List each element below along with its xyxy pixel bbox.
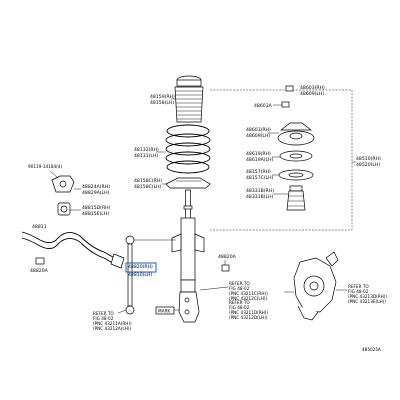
bushing-label-lh: 48815E(LH): [82, 211, 109, 217]
spring-seat-part: [165, 177, 211, 189]
svg-text:(PNC 43212A(LH)): (PNC 43212A(LH)): [93, 326, 131, 331]
svg-text:(PNC 43211D(RH)): (PNC 43211D(RH)): [229, 310, 268, 315]
seat-label-rh: 48158C(RH): [134, 178, 162, 184]
insulator-label-lh: 48157C(LH): [246, 175, 274, 181]
svg-text:FIG 48-02: FIG 48-02: [229, 286, 250, 291]
bearing-part: [279, 150, 313, 162]
bolt-label: 90119-14184(4): [28, 164, 62, 169]
bracket-part: [49, 170, 75, 193]
boot-label-rh: 48159(RH): [150, 94, 175, 100]
svg-text:REFER TO: REFER TO: [229, 300, 250, 305]
refer-block-center: REFER TO FIG 48-02 (PNC 43211C(RH)) (PNC…: [199, 281, 268, 301]
seat-label-group: 48158C(RH) 48158C(LH): [134, 178, 167, 190]
stopper-label-rh: 48331B(RH): [246, 188, 274, 194]
mount-label-lh: 48609(LH): [246, 133, 270, 139]
coil-spring-part: [165, 124, 211, 174]
svg-text:REFER TO: REFER TO: [93, 311, 114, 316]
svg-text:(PNC 43213D(RH)): (PNC 43213D(RH)): [348, 294, 387, 299]
insulator-label-rh: 48157(RH): [246, 169, 271, 175]
group-bracket-line: [210, 89, 353, 231]
bushing-part: [57, 202, 71, 216]
refer-block-right: REFER TO FIG 48-02 (PNC 43213D(RH)) (PNC…: [336, 284, 387, 304]
svg-text:MARK: MARK: [158, 309, 170, 314]
highlight-box: [125, 262, 157, 273]
stab-nut-label: 48820A: [30, 268, 49, 274]
bearing-label-rh: 48619(RH): [246, 151, 271, 157]
nut-label-lh: 48609(LH): [300, 91, 324, 97]
spring-label-group: 48132(RH) 48131(LH): [134, 147, 166, 159]
bump-boot-part: [174, 75, 204, 123]
boot-label-lh: 48158(LH): [150, 100, 174, 106]
bound-stopper-part: [286, 185, 306, 211]
bushing-label-rh: 48815D(RH): [82, 205, 111, 211]
seat-label-lh: 48158C(LH): [134, 184, 162, 190]
bearing-label-lh: 48619A(LH): [246, 157, 274, 163]
nut-label-rh: 48603(RH): [300, 85, 325, 91]
svg-text:FIG 48-02: FIG 48-02: [93, 316, 114, 321]
stabilizer-nut-part: [35, 257, 45, 265]
link-label-rh: 48820(RH): [128, 264, 153, 270]
strut-assembly-part: [171, 189, 205, 323]
washer-label: 48603A: [254, 103, 273, 109]
svg-text:(PNC 43211C(RH)): (PNC 43211C(RH)): [229, 291, 268, 296]
stabilizer-bar-label: 48811: [32, 224, 47, 230]
svg-text:REFER TO: REFER TO: [348, 284, 369, 289]
svg-text:FIG 48-02: FIG 48-02: [348, 289, 369, 294]
svg-text:(PNC 43212C(LH)): (PNC 43212C(LH)): [229, 296, 268, 301]
svg-text:(PNC 43212D(LH)): (PNC 43212D(LH)): [229, 315, 268, 320]
upper-insulator-part: [278, 169, 314, 181]
knuckle-part: [284, 251, 339, 321]
svg-text:(PNC 43211A(RH)): (PNC 43211A(RH)): [93, 321, 132, 326]
boot-label-group: 48159(RH) 48158(LH): [150, 94, 176, 106]
mount-label-rh: 48603(RH): [246, 127, 271, 133]
support-nut-part: [285, 85, 294, 92]
bracket-label-lh: 48829A(LH): [82, 190, 110, 196]
refer-block-lower: REFER TO FIG 48-02 (PNC 43211D(RH)) (PNC…: [229, 300, 268, 320]
mark-badge: MARK: [155, 306, 180, 315]
figure-code: 485025A: [362, 347, 381, 352]
strut-label-rh: 48510(RH): [356, 156, 381, 162]
svg-text:(PNC 43213E(LH)): (PNC 43213E(LH)): [348, 299, 386, 304]
stopper-label-lh: 48331B(LH): [246, 194, 274, 200]
svg-text:FIG 48-02: FIG 48-02: [229, 305, 250, 310]
bracket-label-rh: 48824A(RH): [82, 184, 110, 190]
svg-text:REFER TO: REFER TO: [229, 281, 250, 286]
link-label-lh: 48810(LH): [128, 272, 152, 278]
stabilizer-bar-part: [21, 231, 125, 269]
link-nut-label: 48820A: [218, 254, 237, 260]
link-nut-part: [221, 264, 230, 272]
refer-block-left: REFER TO FIG 48-02 (PNC 43211A(RH)) (PNC…: [93, 309, 132, 331]
washer-part: [281, 101, 290, 108]
spring-label-rh: 48132(RH): [134, 147, 159, 153]
strut-label-lh: 48520(LH): [356, 162, 380, 168]
upper-mount-part: [277, 122, 315, 146]
spring-label-lh: 48131(LH): [134, 153, 158, 159]
